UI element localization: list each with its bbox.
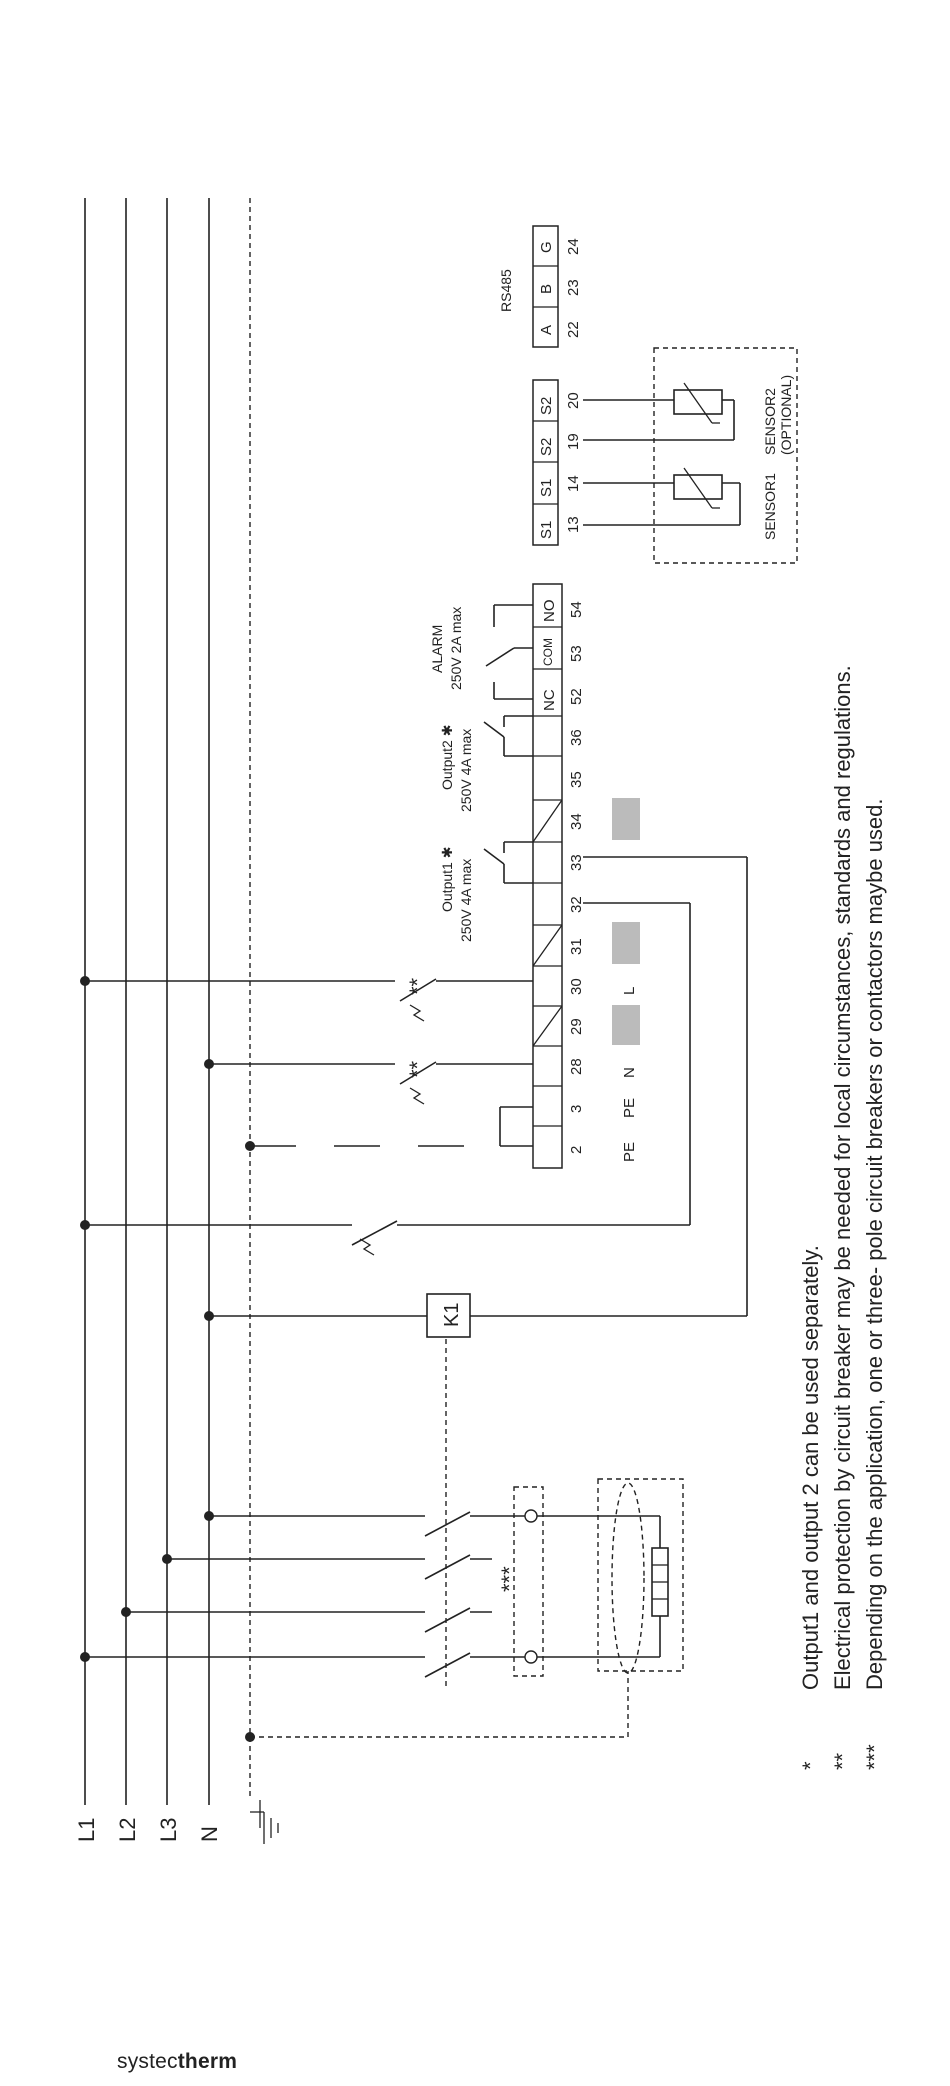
terminal-label-com: COM: [541, 638, 555, 666]
rs485-label-a: A: [538, 325, 555, 335]
sensor-terminal-label: S1: [538, 521, 555, 539]
bus-label-l1: L1: [74, 1818, 99, 1842]
contactor-mark: ***: [497, 1566, 522, 1592]
footnote-mark: **: [830, 1752, 855, 1770]
supply-label-n: N: [621, 1067, 638, 1078]
terminal-number: 28: [568, 1058, 585, 1075]
output2-relay-contact: [483, 715, 533, 757]
rs485-terminal: A B G 22 23 24 RS485: [498, 225, 582, 348]
bus-label-l2: L2: [115, 1818, 140, 1842]
terminal-numbers: 2 3 28 29 30 31 32 33 34 35 36 52 53 54: [568, 601, 585, 1154]
breaker-trip-icon: [409, 1004, 425, 1022]
terminal-number: 54: [568, 601, 585, 618]
terminal-number: 2: [568, 1146, 585, 1154]
terminal-number: 29: [568, 1018, 585, 1035]
output1-label: Output1 ✱: [439, 847, 455, 912]
load-box: [597, 1478, 684, 1672]
breaker-mark: **: [405, 977, 430, 995]
bus-label-l3: L3: [156, 1818, 181, 1842]
terminal-label-nc: NC: [541, 689, 558, 711]
output1-rating: 250V 4A max: [458, 859, 474, 942]
footnote-mark: *: [798, 1761, 823, 1770]
breaker-trip-icon: [359, 1238, 375, 1256]
footnote-mark: ***: [862, 1744, 887, 1770]
brand-logo: systectherm: [117, 2050, 237, 2074]
contact-switch: [424, 1554, 471, 1580]
terminal-number: 31: [568, 938, 585, 955]
bus-lines: [84, 198, 251, 1805]
sensor-terminal-label: S1: [538, 479, 555, 497]
sensor-terminal-strip: S1 S1 S2 S2 13 14 19 20: [532, 379, 582, 546]
contact-switch: [424, 1511, 471, 1537]
terminal-number: 30: [568, 978, 585, 995]
terminal-number: 32: [568, 896, 585, 913]
output-labels: Output1 ✱ 250V 4A max Output2 ✱ 250V 4A …: [429, 607, 474, 942]
k1-box: [426, 1293, 471, 1338]
sensor-terminal-label: S2: [538, 397, 555, 415]
breaker-trip-icon: [409, 1087, 425, 1105]
brand-bold: therm: [177, 2050, 238, 2073]
terminal-number: 23: [565, 279, 582, 296]
terminal-number: 14: [565, 475, 582, 492]
terminal-number: 35: [568, 771, 585, 788]
l-breaker: **: [80, 976, 533, 1022]
terminal-number: 52: [568, 688, 585, 705]
terminal-number: 19: [565, 433, 582, 450]
output2-rating: 250V 4A max: [458, 729, 474, 812]
rs485-label-g: G: [538, 241, 555, 253]
terminal-number: 36: [568, 729, 585, 746]
terminal-number: 20: [565, 392, 582, 409]
supply-label-pe: PE: [621, 1098, 638, 1118]
bus-label-n: N: [197, 1826, 222, 1842]
terminal-number: 24: [565, 238, 582, 255]
supply-label-pe: PE: [621, 1142, 638, 1162]
footnote-text: Depending on the application, one or thr…: [862, 798, 887, 1690]
n-breaker: **: [204, 1059, 533, 1105]
sensor2-label: SENSOR2: [762, 388, 778, 455]
k1-coil: K1: [204, 856, 748, 1338]
terminal-number: 22: [565, 321, 582, 338]
pe-connection: [245, 1106, 533, 1151]
output2-label: Output2 ✱: [439, 725, 455, 790]
contact-switch: [424, 1607, 471, 1633]
sensor-box: SENSOR1 SENSOR2 (OPTIONAL): [583, 347, 798, 564]
breaker-mark: **: [405, 1060, 430, 1078]
alarm-rating: 250V 2A max: [448, 607, 464, 690]
terminal-number: 3: [568, 1105, 585, 1113]
alarm-label: ALARM: [429, 625, 445, 673]
gray-marker: [612, 798, 640, 840]
footnote-text: Output1 and output 2 can be used separat…: [798, 1245, 823, 1690]
sensor1-label: SENSOR1: [762, 473, 778, 540]
contactor-circuit: ***: [80, 1330, 684, 1742]
output1-relay-contact: [483, 841, 533, 884]
gray-marker: [612, 922, 640, 964]
supply-label-l: L: [621, 987, 638, 995]
terminal-strip-main: NC COM NO: [532, 583, 563, 1169]
supply-labels: PE PE N L: [621, 987, 638, 1162]
bus-labels: L1 L2 L3 N: [74, 1818, 222, 1842]
k1-label: K1: [441, 1303, 463, 1327]
contact-switch: [424, 1652, 471, 1678]
alarm-relay-contact: [485, 604, 533, 700]
supply-breaker: [80, 902, 691, 1256]
terminal-number: 34: [568, 813, 585, 830]
earth-ground-icon: [250, 1800, 279, 1844]
gray-marker: [612, 1005, 640, 1045]
rs485-label-b: B: [538, 284, 555, 294]
terminal-number: 53: [568, 645, 585, 662]
footnote-text: Electrical protection by circuit breaker…: [830, 665, 855, 1690]
footnotes: * Output1 and output 2 can be used separ…: [798, 665, 887, 1770]
terminal-label-no: NO: [541, 600, 558, 623]
terminal-number: 33: [568, 854, 585, 871]
sensor-terminal-label: S2: [538, 438, 555, 456]
brand-light: systec: [117, 2050, 178, 2073]
rs485-label: RS485: [498, 269, 514, 312]
terminal-number: 13: [565, 516, 582, 533]
sensor2-optional-label: (OPTIONAL): [778, 375, 794, 455]
